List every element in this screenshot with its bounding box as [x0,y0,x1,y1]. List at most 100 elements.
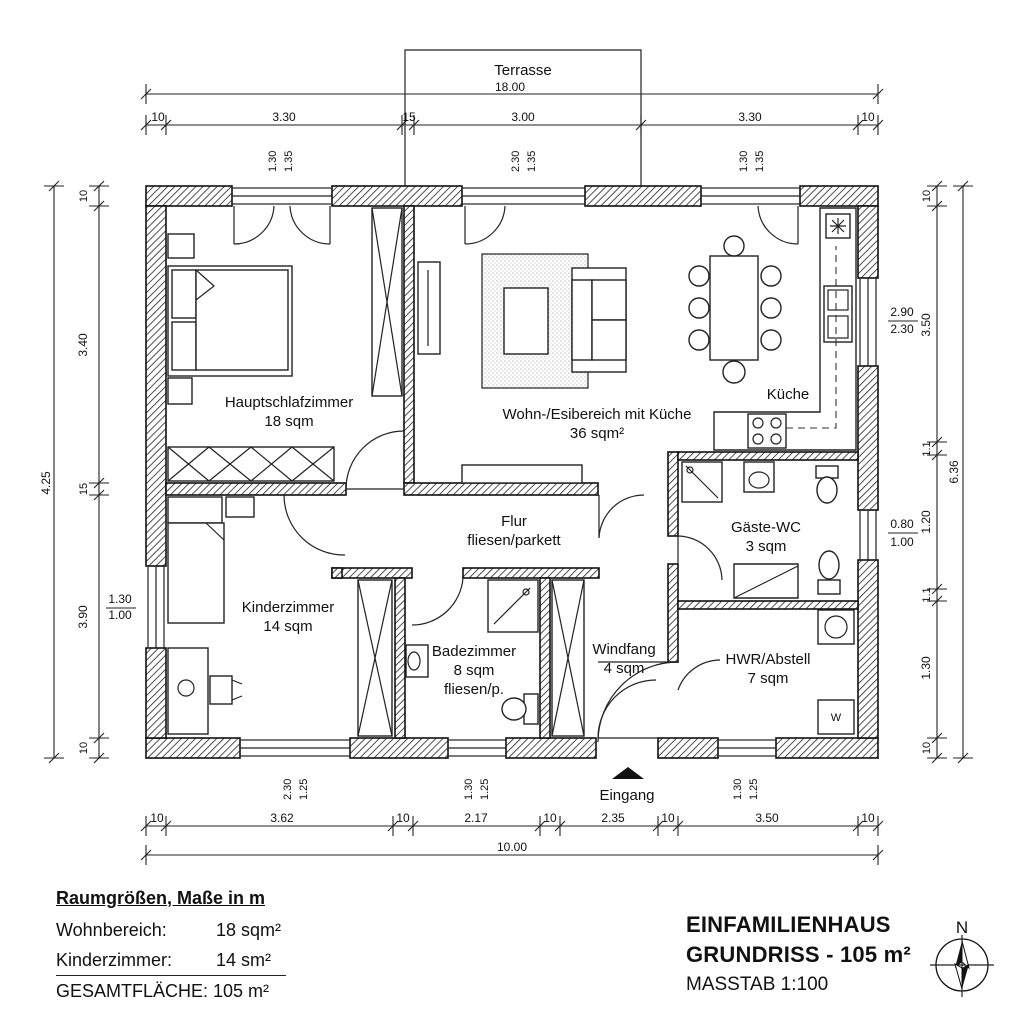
dim-window: 1.35 [526,151,538,172]
room-name-badezimmer: Badezimmer [432,643,516,660]
legend-row: Kinderzimmer: 14 sm² [56,945,356,975]
dim-top-overall: 18.00 [495,80,525,94]
dim-window: 1.25 [479,779,491,800]
room-name-windfang: Windfang [592,641,655,658]
wardrobes [167,207,585,737]
dim-left: 3.40 [76,333,90,357]
dim-window: 2.30 [890,322,914,336]
dim-left: 15 [78,483,90,495]
dimension-lines-right [927,180,973,764]
room-name-kinderzimmer: Kinderzimmer [242,599,335,616]
dim-bottom: 10 [861,811,875,825]
room-floor-badezimmer: fliesen/p. [444,681,504,698]
room-area-badezimmer: 8 sqm [454,662,495,679]
dim-bottom: 10 [396,811,410,825]
dim-window: 2.30 [510,151,522,172]
room-area-gaeste-wc: 3 sqm [746,538,787,555]
dim-left: 10 [78,190,90,202]
guest-wc-fixtures [681,461,841,599]
dim-right: 1.1 [921,587,933,602]
dim-window: 1.00 [108,608,132,622]
washer-symbol: W [831,712,842,724]
north-label: N [956,918,968,937]
legend: Raumgrößen, Maße in m Wohnbereich: 18 sq… [56,888,356,1006]
room-name-wohnbereich: Wohn-/Esibereich mit Küche [503,406,692,423]
dim-window: 1.00 [890,535,914,549]
dim-right: 1.20 [919,510,933,534]
dim-top: 10 [151,110,165,124]
legend-value: 18 sqm² [216,920,282,940]
legend-label: Wohnbereich: [56,920,167,940]
dim-bottom: 10 [543,811,557,825]
legend-label: Kinderzimmer: [56,950,173,970]
dim-window: 1.30 [108,592,132,606]
dim-top: 3.30 [738,110,762,124]
dim-window: 0.80 [890,517,914,531]
room-name-hwr: HWR/Abstell [725,651,810,668]
dim-window: 1.30 [738,151,750,172]
dim-left-overall: 4.25 [39,471,53,495]
dim-window: 1.30 [463,779,475,800]
room-area-hwr: 7 sqm [748,670,789,687]
doors [233,205,799,743]
dim-bottom: 3.62 [270,811,294,825]
entrance-arrow-icon [612,767,644,779]
label-terrasse: Terrasse [494,62,552,79]
title-line-3: MASSTAB 1:100 [686,974,829,995]
room-name-gaeste-wc: Gäste-WC [731,519,801,536]
legend-row: Wohnbereich: 18 sqm² [56,915,356,945]
kitchen-counter [713,207,857,451]
room-area-windfang: 4 sqm [604,660,645,677]
windows [147,187,877,757]
legend-title: Raumgrößen, Maße in m [56,888,266,908]
room-name-hauptschlafzimmer: Hauptschlafzimmer [225,394,353,411]
dim-right-overall: 6.36 [947,460,961,484]
dim-right: 1.30 [919,656,933,680]
title-block: EINFAMILIENHAUS GRUNDRISS - 105 m² MASST… [686,910,926,1000]
dim-window: 2.90 [890,305,914,319]
labels: Terrasse 18.00 10 3.30 15 3.00 3.30 10 1… [39,62,968,937]
dim-window: 1.25 [748,779,760,800]
bedroom-furniture [167,233,293,405]
room-name-kueche: Küche [767,386,810,403]
dimension-lines-left [44,180,109,764]
dim-right: 3.50 [919,313,933,337]
dimension-lines-top [140,84,884,135]
dim-top: 3.00 [511,110,535,124]
label-eingang: Eingang [599,787,654,804]
dim-top: 15 [402,110,416,124]
dim-window: 2.30 [282,779,294,800]
legend-total: GESAMTFLÄCHE: 105 m² [56,975,286,1006]
living-furniture [417,235,782,484]
bathroom-fixtures [405,579,539,725]
dim-bottom-overall: 10.00 [497,840,527,854]
legend-value: 14 sm² [216,950,272,970]
interior-walls [165,205,859,739]
title-line-1: EINFAMILIENHAUS [686,912,891,937]
dim-bottom: 2.35 [601,811,625,825]
dim-left: 3.90 [76,605,90,629]
dim-window: 1.25 [298,779,310,800]
room-name-flur: Flur [501,513,527,530]
title-line-2: GRUNDRISS - 105 m² [686,942,911,967]
kids-room-furniture [167,496,255,735]
dimension-lines-bottom [140,816,884,865]
dim-left: 10 [78,742,90,754]
room-floor-flur: fliesen/parkett [467,532,561,549]
room-area-kinderzimmer: 14 sqm [263,618,312,635]
room-area-wohnbereich: 36 sqm² [570,425,624,442]
hwr-fixtures [817,609,855,735]
dim-bottom: 2.17 [464,811,488,825]
dim-top: 3.30 [272,110,296,124]
dim-window: 1.35 [754,151,766,172]
dim-bottom: 10 [150,811,164,825]
dim-top: 10 [861,110,875,124]
dim-right: 10 [921,742,933,754]
dim-window: 1.30 [732,779,744,800]
dim-bottom: 10 [661,811,675,825]
dim-window: 1.30 [267,151,279,172]
dim-bottom: 3.50 [755,811,779,825]
dim-right: 1.1 [921,441,933,456]
room-area-hauptschlafzimmer: 18 sqm [264,413,313,430]
